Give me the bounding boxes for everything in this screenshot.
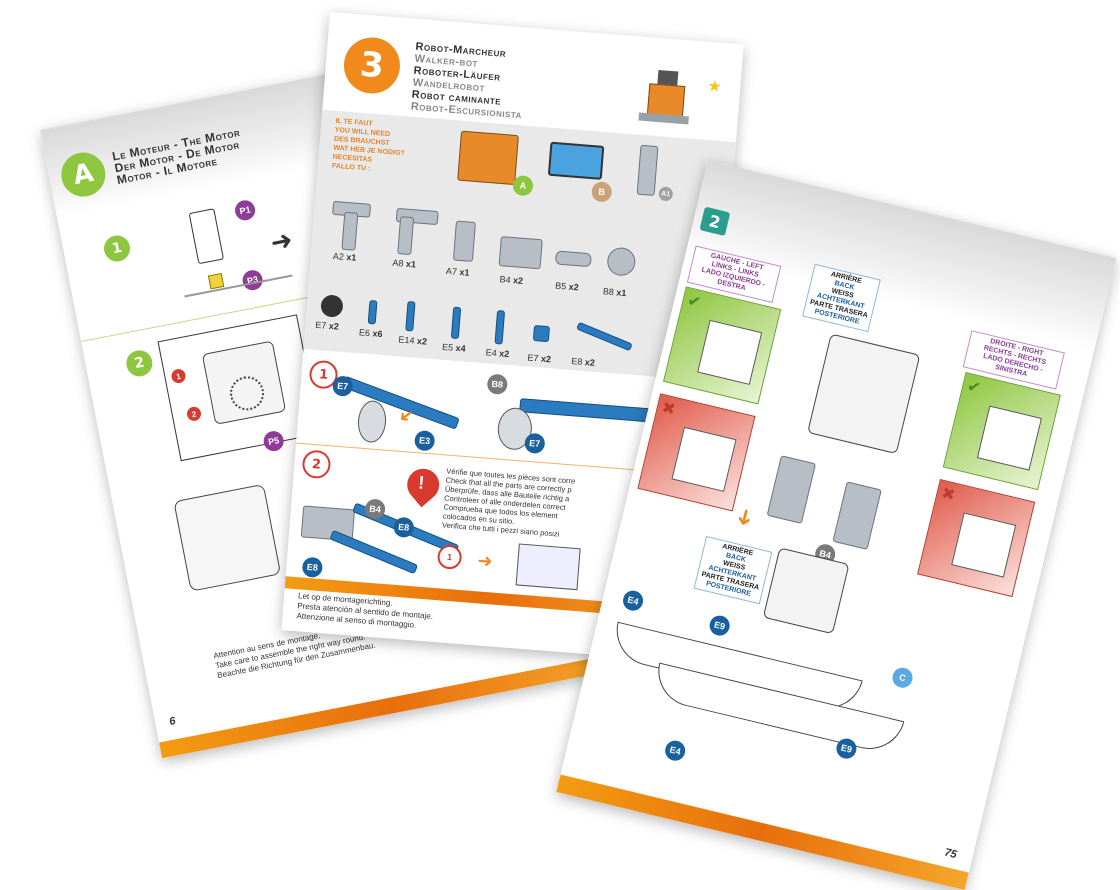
cross-icon: ✖ [659, 399, 677, 419]
correct-panel-left: ✔ [663, 286, 782, 405]
part-label-e7-b: E7 [524, 432, 546, 455]
ground-line [184, 274, 293, 298]
part-label-c: C [890, 665, 915, 690]
battery-part [547, 141, 605, 180]
sub-step-2-badge: 2 [301, 449, 332, 480]
leg-part [636, 144, 659, 197]
page-footer-strip [556, 774, 969, 890]
marker-2: 2 [185, 405, 203, 423]
arrow-right-icon: ➜ [267, 224, 296, 258]
part-label-e3: E3 [413, 429, 436, 452]
gear-p3-drawing [207, 272, 225, 290]
side-plate-right [832, 481, 882, 550]
wrong-panel-right: ✖ [917, 478, 1036, 598]
part-label-p1: P1 [233, 198, 257, 223]
gearbox-drawing [173, 483, 282, 592]
frame-assembly-drawing [300, 12, 744, 591]
checkmark-icon: ✔ [965, 378, 983, 398]
arrow-right-icon: ➜ [476, 550, 494, 572]
step-2-badge: 2 [124, 348, 155, 379]
part-label-e4-a: E4 [620, 588, 646, 613]
gearbox-assembly-drawing-2 [762, 547, 850, 635]
part-label-b8: B8 [486, 373, 509, 396]
checkmark-icon: ✔ [685, 292, 703, 313]
part-label-b: B [590, 181, 613, 203]
gearbox-assembly-drawing [807, 333, 921, 455]
step-1-badge: 1 [101, 233, 133, 264]
wrong-panel-left: ✖ [637, 393, 756, 512]
motor-drawing [188, 208, 225, 265]
part-label-e8-b: E8 [301, 556, 324, 579]
part-label-e7-a: E7 [331, 375, 354, 397]
star-icon: ★ [706, 77, 723, 96]
side-plate-left [766, 455, 817, 524]
page-title: Robot-Marcheur Walker-bot Roboter-Läufer… [410, 40, 523, 122]
part-label-e4-b: E4 [663, 738, 688, 763]
step-badge: 3 [341, 35, 403, 96]
motor-box-part [457, 130, 519, 186]
marker-1: 1 [170, 367, 187, 385]
cross-icon: ✖ [939, 484, 957, 505]
part-label-a: A [512, 174, 534, 197]
axle-assembly-drawing [330, 12, 744, 452]
correct-panel-right: ✔ [942, 371, 1061, 491]
warning-text: Vérifie que toutes les pièces sont corre… [441, 466, 576, 539]
robot-thumbnail [632, 64, 697, 129]
page-number: 6 [168, 715, 177, 729]
arrow-down-icon: ➜ [730, 505, 760, 530]
part-label-e9-a: E9 [707, 613, 732, 638]
ref-step-1: 1 [436, 544, 463, 570]
part-label-a1: A1 [658, 186, 674, 202]
